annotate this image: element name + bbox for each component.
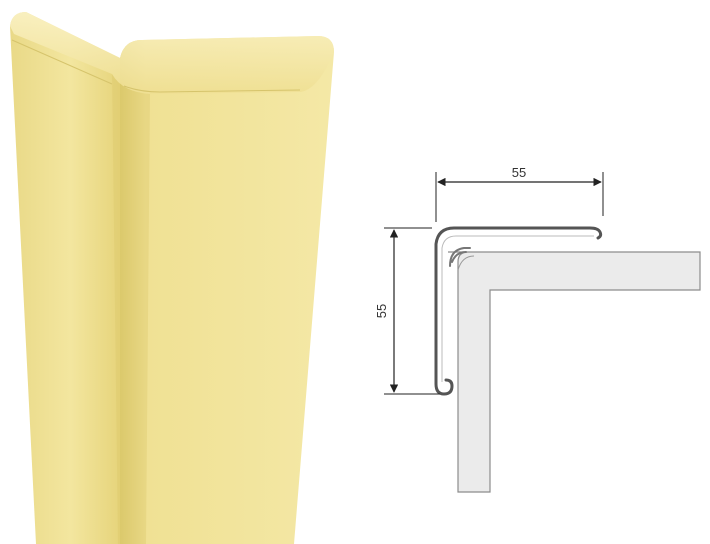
guard-left-face [10, 12, 120, 544]
guard-seam-line [11, 39, 301, 93]
guard-profile [434, 226, 603, 396]
cross-section-diagram: 55 55 [374, 165, 701, 493]
dim-v-label: 55 [374, 304, 389, 318]
corner-guard-3d [10, 12, 334, 544]
guard-right-face [120, 36, 334, 544]
wall-corner [448, 251, 701, 493]
guard-corner-shade [112, 74, 150, 544]
wall-inner-edge [457, 255, 475, 271]
dim-h-label: 55 [512, 165, 526, 180]
guard-top-edge [10, 12, 334, 94]
guard-profile-inner [441, 235, 594, 382]
retaining-clip [449, 247, 471, 267]
